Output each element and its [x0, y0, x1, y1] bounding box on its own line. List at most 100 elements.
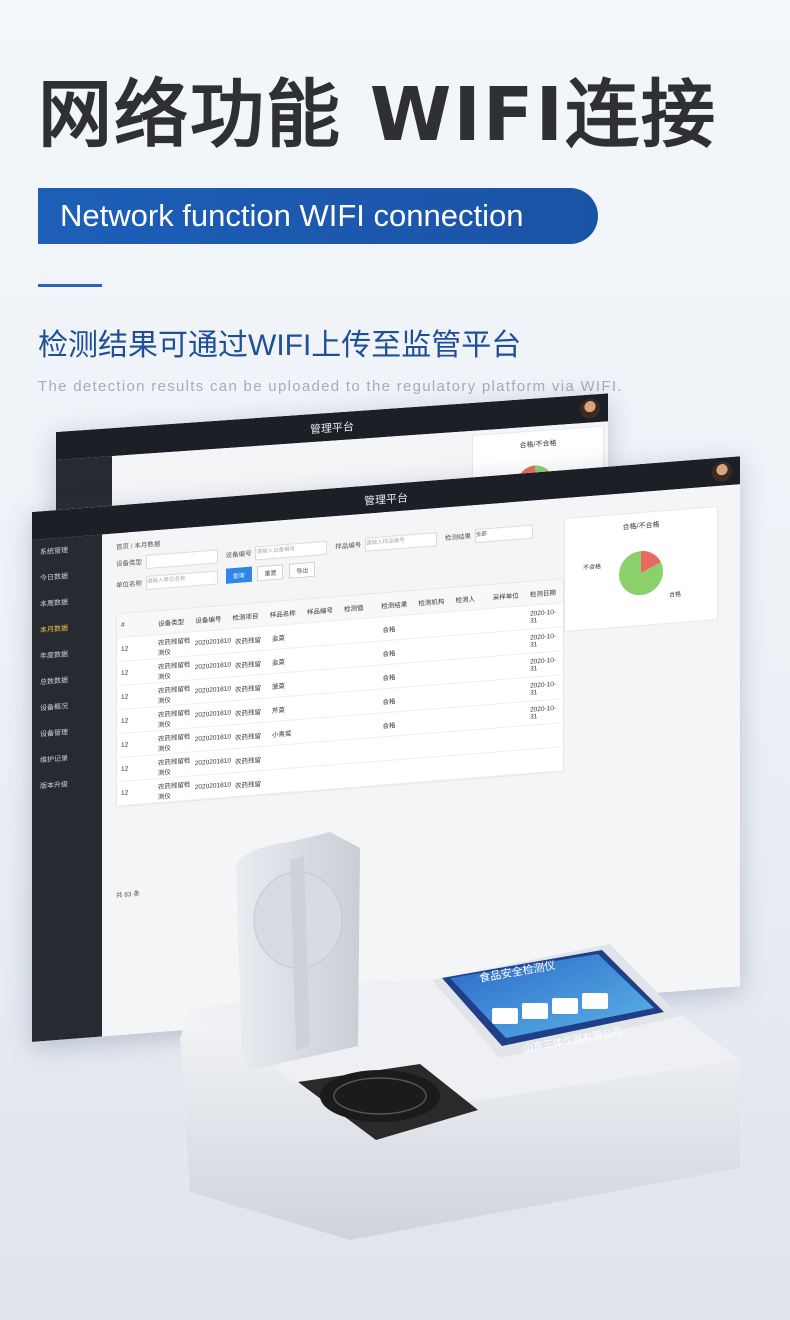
column-header[interactable]: #	[121, 621, 125, 629]
table-cell: 韭菜	[271, 658, 285, 667]
table-cell	[342, 773, 379, 776]
table-cell	[452, 765, 489, 768]
table-cell	[415, 719, 452, 722]
page-title: 网络功能 WIFI连接	[38, 72, 718, 158]
pie-card: 合格/不合格 不合格合格	[564, 506, 718, 633]
column-header[interactable]: 检测项目	[232, 612, 259, 622]
table-cell	[452, 621, 489, 624]
table-cell: 12	[121, 669, 129, 677]
table-cell	[489, 714, 526, 717]
table-cell: 农药残留	[234, 732, 261, 742]
table-cell	[305, 704, 342, 707]
sample-no-input[interactable]: 请输入样品编号	[365, 532, 438, 552]
search-button[interactable]: 查询	[225, 566, 252, 584]
column-header[interactable]: 检测机构	[418, 598, 445, 608]
column-header[interactable]: 样品编号	[306, 606, 333, 616]
pie-legend-label: 合格	[669, 590, 681, 599]
pie-slice	[619, 551, 663, 596]
table-cell: 农药残留	[234, 708, 261, 718]
main-panel: 首页 / 本月数据 设备类型 设备编号 请输入设备编号 样品编号 请输入样品编号…	[102, 484, 740, 1037]
table-cell	[452, 645, 489, 648]
table-cell: 农药残留检测仪	[157, 709, 191, 729]
table-cell: 2020201810	[194, 637, 231, 648]
table-cell	[415, 623, 452, 626]
table-cell	[452, 693, 489, 696]
table-cell: 农药残留	[234, 660, 261, 670]
table-cell	[489, 690, 526, 693]
table-cell	[415, 671, 452, 674]
table-cell: 2020-10-31	[530, 608, 557, 625]
device-screen-icons	[492, 993, 608, 1024]
column-header[interactable]: 样品名称	[269, 609, 296, 619]
reset-button[interactable]: 重置	[257, 564, 284, 582]
table-cell	[342, 725, 379, 728]
device-no-label: 设备编号	[225, 550, 252, 560]
table-cell: 12	[121, 717, 129, 725]
table-cell	[489, 618, 526, 621]
table-cell	[415, 647, 452, 650]
pie-legend-label: 不合格	[583, 562, 601, 571]
device-no-input[interactable]: 请输入设备编号	[255, 540, 328, 561]
subtitle: 检测结果可通过WIFI上传至监管平台	[38, 329, 522, 362]
table-cell	[342, 629, 379, 632]
breadcrumb-home[interactable]: 首页	[116, 543, 129, 552]
table-cell	[305, 680, 342, 683]
table-cell	[452, 717, 489, 720]
column-header[interactable]: 检测日期	[529, 589, 556, 599]
avatar[interactable]	[580, 397, 600, 420]
table-cell: 2020201810	[194, 733, 231, 744]
table-cell: 12	[121, 645, 129, 653]
table-cell: 2020-10-31	[530, 680, 557, 697]
device-type-label: 设备类型	[116, 559, 142, 569]
table-cell	[305, 752, 342, 755]
data-table: # 设备类型设备编号检测项目样品名称样品编号 检测值 检测结果检测机构检测人 采样单位检…	[116, 578, 564, 808]
table-cell	[489, 738, 526, 741]
column-header[interactable]: 设备类型	[158, 618, 185, 628]
table-cell: 合格	[382, 649, 396, 658]
table-cell	[526, 735, 563, 738]
table-cell	[489, 666, 526, 669]
table-cell	[342, 701, 379, 704]
table-cell	[305, 656, 342, 659]
table-cell: 农药残留	[234, 684, 261, 694]
sidebar-item[interactable]: 版本升级	[40, 781, 68, 791]
column-header[interactable]: 检测值	[344, 604, 364, 613]
table-cell: 合格	[382, 625, 396, 634]
table-cell	[305, 728, 342, 731]
column-header[interactable]: 检测人	[455, 595, 476, 605]
table-cell	[342, 749, 379, 752]
table-cell: 农药残留	[234, 780, 261, 790]
pie-slice	[641, 551, 661, 574]
table-cell: 合格	[382, 673, 396, 682]
column-header[interactable]: 检测结果	[381, 600, 408, 611]
export-button[interactable]: 导出	[289, 561, 316, 579]
table-cell: 合格	[382, 721, 396, 730]
divider	[38, 284, 102, 287]
table-cell	[305, 776, 342, 779]
column-header[interactable]: 采样单位	[492, 592, 519, 602]
table-cell: 2020201810	[194, 709, 231, 720]
table-cell	[305, 632, 342, 635]
table-cell	[268, 779, 305, 782]
table-cell: 农药残留检测仪	[157, 781, 191, 801]
back-platform-title: 管理平台	[310, 421, 354, 437]
table-cell	[452, 669, 489, 672]
table-cell	[415, 767, 452, 770]
table-cell	[452, 741, 489, 744]
table-cell: 12	[121, 789, 129, 797]
table-cell	[489, 762, 526, 765]
user-avatar[interactable]	[712, 460, 732, 483]
table-cell: 2020201810	[194, 661, 231, 672]
table-cell: 农药残留检测仪	[157, 637, 191, 657]
table-cell: 2020201810	[194, 781, 231, 792]
table-cell	[526, 759, 563, 762]
device-type-select[interactable]	[145, 549, 218, 570]
caption: The detection results can be uploaded to…	[38, 378, 623, 395]
result-select[interactable]: 全部	[474, 524, 533, 544]
unit-input[interactable]: 请输入单位名称	[145, 570, 218, 591]
table-cell: 农药残留检测仪	[157, 685, 191, 705]
table-cell: 合格	[382, 697, 396, 706]
unit-label: 单位名称	[116, 580, 142, 590]
column-header[interactable]: 设备编号	[195, 615, 222, 625]
table-cell: 12	[121, 765, 129, 773]
